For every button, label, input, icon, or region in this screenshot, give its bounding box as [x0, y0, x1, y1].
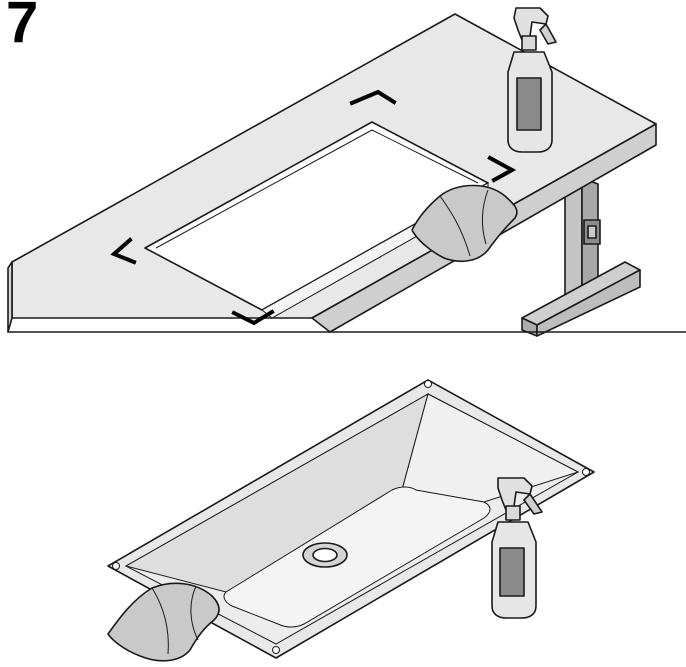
corner-mark-top [349, 89, 397, 106]
spray-bottle-icon [491, 477, 543, 619]
corner-mark-right [487, 155, 517, 183]
sink-basin [107, 379, 595, 659]
drain-hole-icon [302, 542, 348, 568]
switch-box-icon [583, 219, 601, 245]
screw-hole-icon [272, 646, 280, 654]
corner-mark-left [110, 237, 137, 265]
screw-hole-icon [424, 380, 432, 388]
corner-mark-bottom [231, 309, 275, 326]
screw-hole-icon [582, 468, 590, 476]
spray-bottle-icon [507, 7, 557, 153]
cloth-icon [107, 582, 220, 662]
bottom-scene [107, 379, 595, 662]
top-scene [7, 7, 686, 337]
screw-hole-icon [112, 562, 120, 570]
cutout-corner-marks [110, 89, 517, 326]
step-number: 7 [6, 0, 39, 55]
cloth-icon [411, 184, 518, 263]
